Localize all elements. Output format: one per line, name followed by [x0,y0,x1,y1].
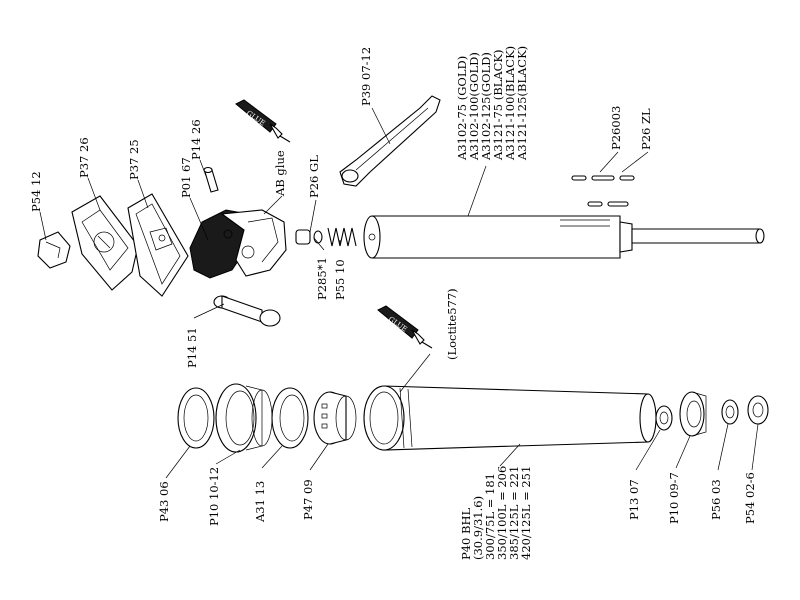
part-p1010 [215,383,273,453]
label-p26gl: P26 GL [307,155,321,198]
label-p1009: P10 09-7 [667,472,681,524]
assembly-item: A3102-75 (GOLD) [455,56,469,161]
part-upper-tube [363,215,765,259]
part-p1307 [655,405,673,431]
label-p26zl: P26 ZL [639,108,653,150]
part-p26gl [295,229,323,245]
label-p26003: P26003 [609,106,623,150]
label-p5402: P54 02-6 [743,472,757,524]
part-p0167 [189,209,287,279]
assembly-item: A3121-75 (BLACK) [491,49,505,161]
label-loctite: (Loctite577) [445,288,459,360]
part-small-pins [571,175,635,207]
tube-item: P40 BHL [459,507,473,560]
part-p1451 [213,295,281,327]
assembly-list: A3102-75 (GOLD) A3102-100(GOLD) A3102-12… [455,46,529,161]
part-p5510 [327,227,357,247]
part-p3907 [339,95,441,187]
tube-item: 300/75L = 181 [483,473,497,560]
part-p4306 [177,387,215,449]
part-p5412 [37,231,71,269]
tube-item: 350/100L = 206 [495,466,509,560]
label-p1307: P13 07 [627,479,641,520]
label-p0167: P01 67 [179,157,193,198]
label-a3113: A31 13 [253,481,267,523]
label-p5412: P54 12 [29,171,43,212]
part-p40-lower-tube [363,385,657,451]
label-p3907: P39 07-12 [359,47,373,106]
label-ab-glue: AB glue [273,150,287,197]
part-a3113 [271,387,309,449]
leader-lines [39,107,759,479]
assembly-item: A3102-100(GOLD) [467,52,481,161]
tube-item: 420/125L = 251 [519,466,533,560]
part-p1426 [203,166,219,193]
label-p4709: P47 09 [301,479,315,520]
label-p5603: P56 03 [709,479,723,520]
label-p5510: P55 10 [333,259,347,300]
label-p1451: P14 51 [185,327,199,368]
assembly-item: A3121-100(BLACK) [503,46,517,161]
label-p285: P285*1 [315,257,329,300]
part-p3726 [71,195,139,291]
tube-list: P40 BHL (30.9/31.6) 300/75L = 181 350/10… [459,466,533,560]
part-p1009 [679,391,707,437]
tube-item: (30.9/31.6) [471,496,485,560]
assembly-item: A3121-125(BLACK) [515,46,529,161]
glue-tube-upper: GLUE [235,99,291,143]
part-p5603 [721,399,739,425]
part-p3725 [127,193,189,297]
tube-item: 385/125L = 221 [507,466,521,560]
label-p4306: P43 06 [157,481,171,522]
part-p5402 [747,395,769,425]
label-p3725: P37 25 [127,139,141,180]
assembly-item: A3102-125(GOLD) [479,52,493,161]
label-p1010: P10 10-12 [207,467,221,526]
part-p4709 [313,391,357,445]
label-p3726: P37 26 [77,137,91,178]
glue-tube-lower: GLUE [377,305,433,349]
label-p1426: P14 26 [189,119,203,160]
